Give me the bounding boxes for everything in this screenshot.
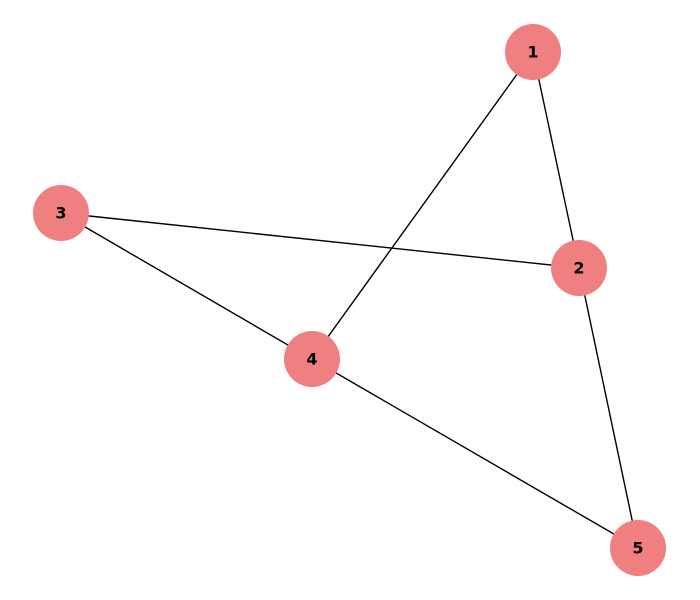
node-circle-1 [505, 24, 561, 80]
edge-2-5 [578, 267, 639, 549]
edge-layer [60, 51, 639, 549]
node-3: 3 [33, 185, 89, 241]
node-circle-2 [551, 240, 607, 296]
node-label-4: 4 [306, 350, 317, 369]
edge-3-4 [60, 212, 313, 360]
node-label-1: 1 [527, 43, 538, 62]
edge-3-2 [60, 212, 580, 269]
node-1: 1 [505, 24, 561, 80]
node-circle-4 [284, 331, 340, 387]
edge-4-5 [311, 358, 639, 549]
node-4: 4 [284, 331, 340, 387]
node-2: 2 [551, 240, 607, 296]
node-5: 5 [610, 520, 666, 576]
node-label-3: 3 [55, 204, 66, 223]
node-label-5: 5 [632, 539, 643, 558]
node-layer: 1 2 3 4 5 [33, 24, 666, 576]
node-label-2: 2 [573, 259, 584, 278]
node-circle-3 [33, 185, 89, 241]
edge-1-4 [311, 51, 534, 360]
node-circle-5 [610, 520, 666, 576]
edge-1-2 [532, 51, 580, 269]
